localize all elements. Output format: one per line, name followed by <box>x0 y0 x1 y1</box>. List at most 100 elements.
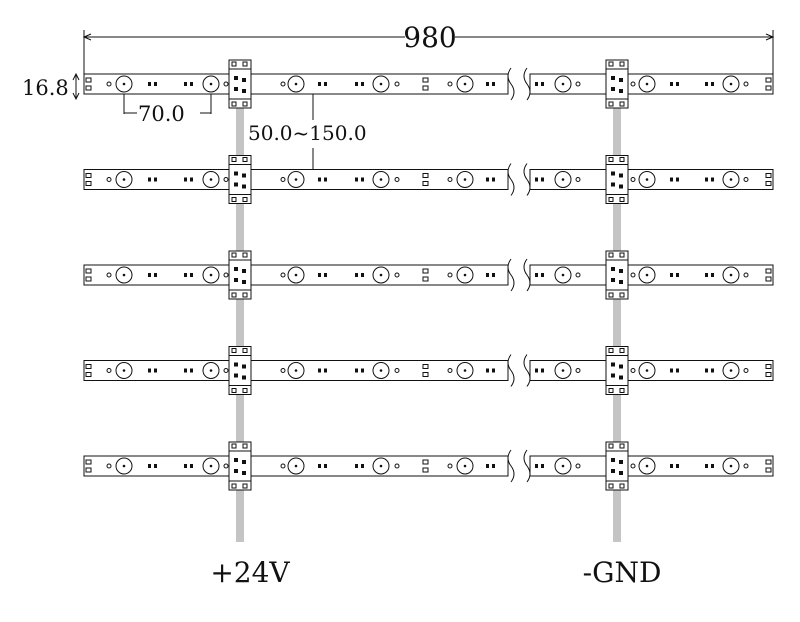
connector-contact <box>242 375 246 380</box>
connector-clip <box>228 346 252 356</box>
connector-pin <box>619 157 625 162</box>
resistor-mark <box>492 273 495 277</box>
connector-pin <box>231 61 237 67</box>
connector-body <box>605 164 629 195</box>
connector-block <box>228 59 252 109</box>
solder-pad <box>85 173 92 178</box>
connector-pin <box>231 348 237 353</box>
component-dot <box>743 272 749 278</box>
connector-contact <box>242 173 246 178</box>
led-chip-center <box>379 369 383 372</box>
connector-pin <box>242 101 248 107</box>
connector-block <box>228 250 252 300</box>
resistor-mark <box>190 177 193 182</box>
led-chip-center <box>729 178 733 181</box>
connector-clip <box>228 289 252 300</box>
resistor-mark <box>670 82 673 86</box>
connector-clip <box>605 250 629 261</box>
connector-contact <box>234 182 238 187</box>
break-mark <box>523 67 531 101</box>
connector-block <box>605 155 629 204</box>
resistor-mark <box>154 177 157 182</box>
solder-pad <box>765 173 772 178</box>
resistor-mark <box>184 177 187 182</box>
led-strips <box>83 59 774 491</box>
led-strip <box>83 346 774 395</box>
resistor-mark <box>318 177 321 182</box>
connector-pin <box>231 157 237 162</box>
led-chip-center <box>645 82 649 86</box>
solder-pad <box>422 276 429 282</box>
resistor-mark <box>676 273 679 277</box>
connector-contact <box>619 184 623 189</box>
led-chip-center <box>294 82 298 86</box>
width-dimension <box>72 72 80 101</box>
led-chip-center <box>463 178 467 181</box>
connector-pin <box>608 483 614 489</box>
connector-block <box>228 155 252 204</box>
connector-pin <box>231 483 237 489</box>
component-dot <box>630 368 636 373</box>
resistor-mark <box>190 82 193 86</box>
component-dot <box>575 463 581 469</box>
connector-pin <box>619 443 625 449</box>
component-dot <box>630 81 636 87</box>
component-dot <box>630 463 636 469</box>
resistor-mark <box>670 177 673 182</box>
connector-clip <box>605 155 629 165</box>
component-dot <box>575 177 581 182</box>
component-dot <box>447 272 453 278</box>
connector-clip <box>605 59 629 70</box>
component-dot <box>743 81 749 87</box>
connector-contact <box>611 76 615 80</box>
resistor-mark <box>670 464 673 468</box>
resistor-mark <box>676 82 679 86</box>
break-mark <box>507 449 515 483</box>
resistor-mark <box>361 82 364 86</box>
component-dot <box>223 368 229 373</box>
solder-pad <box>422 459 429 465</box>
connector-contact <box>619 364 623 369</box>
led-chip-center <box>463 369 467 372</box>
connector-pin <box>242 61 248 67</box>
led-chip-center <box>294 464 298 468</box>
led-strip <box>83 155 774 204</box>
solder-pad <box>765 467 772 473</box>
led-chip-center <box>209 464 213 468</box>
resistor-mark <box>148 177 151 182</box>
connector-contact <box>611 171 615 176</box>
solder-pad <box>422 372 429 377</box>
led-chip-center <box>379 178 383 181</box>
solder-pad <box>765 459 772 465</box>
solder-pad <box>85 364 92 369</box>
component-dot <box>447 177 453 182</box>
resistor-mark <box>324 177 327 182</box>
solder-pad <box>85 85 92 91</box>
connector-clip <box>605 194 629 204</box>
resistor-mark <box>486 464 489 468</box>
connector-clip <box>605 346 629 356</box>
resistor-mark <box>318 82 321 86</box>
resistor-mark <box>318 464 321 468</box>
solder-pad <box>765 85 772 91</box>
connector-body <box>605 355 629 386</box>
led-pitch-label: 70.0 <box>138 102 185 126</box>
connector-pin <box>619 483 625 489</box>
resistor-mark <box>148 464 151 468</box>
resistor-mark <box>492 177 495 182</box>
resistor-mark <box>711 464 714 468</box>
solder-pad <box>85 77 92 83</box>
connector-pin <box>619 252 625 258</box>
component-dot <box>575 368 581 373</box>
solder-pad <box>85 467 92 473</box>
resistor-mark <box>541 368 544 373</box>
connector-pin <box>608 157 614 162</box>
connector-pin <box>231 197 237 202</box>
component-dot <box>630 272 636 278</box>
connector-body <box>228 68 252 100</box>
connector-pin <box>619 292 625 298</box>
resistor-mark <box>355 464 358 468</box>
overall-length-label: 980 <box>403 21 456 54</box>
connector-contact <box>611 469 615 473</box>
resistor-mark <box>148 273 151 277</box>
